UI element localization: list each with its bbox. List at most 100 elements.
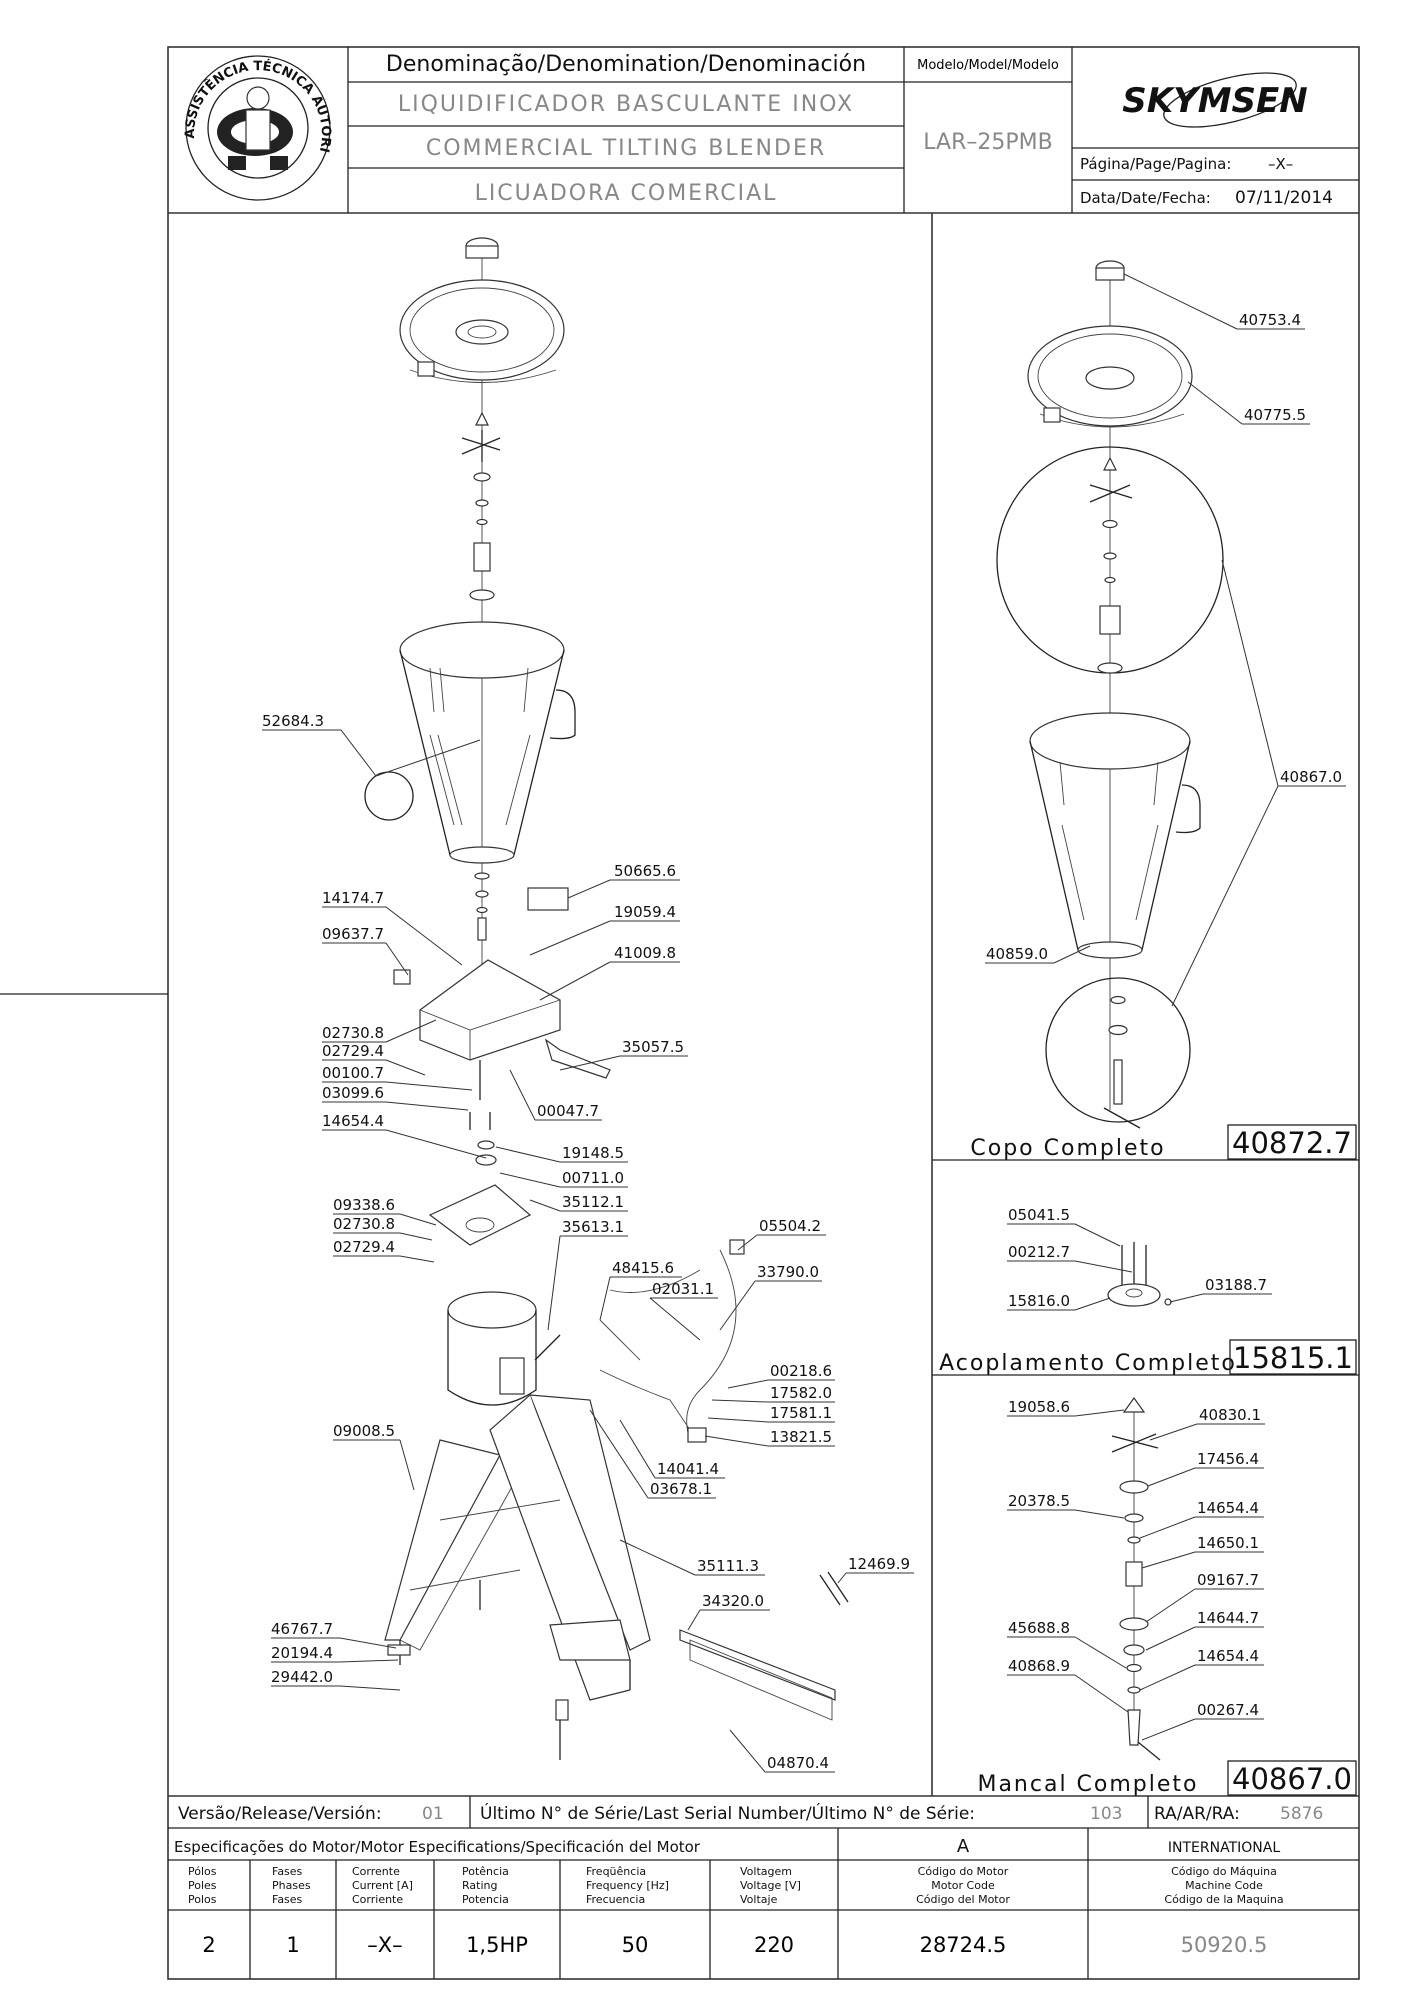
m-40830-1: 40830.1	[1199, 1406, 1261, 1424]
p-09637-7: 09637.7	[322, 925, 384, 943]
p-12469-9: 12469.9	[848, 1555, 910, 1573]
current-h3: Corriente	[352, 1893, 403, 1906]
motor-code-h2: Motor Code	[931, 1879, 995, 1892]
a-00212-7: 00212.7	[1008, 1243, 1070, 1261]
current-value: –X–	[367, 1933, 402, 1957]
m-14644-7: 14644.7	[1197, 1609, 1259, 1627]
authorized-service-seal: ASSISTÊNCIA TÉCNICA AUTORIZADA	[0, 0, 333, 201]
copo-code-box	[1227, 1124, 1357, 1160]
m-20378-5: 20378.5	[1008, 1492, 1070, 1510]
motor-housing	[393, 959, 611, 1079]
p-14174-7: 14174.7	[322, 889, 384, 907]
m-45688-8: 45688.8	[1008, 1619, 1070, 1637]
machine-code-h2: Machine Code	[1185, 1879, 1263, 1892]
coupling-parts	[474, 872, 490, 941]
date-label: Data/Date/Fecha:	[1080, 189, 1211, 207]
sheet-border	[167, 46, 1360, 1980]
ra-label: RA/AR/RA:	[1154, 1804, 1240, 1824]
electric-motor	[447, 1291, 537, 1406]
small-pins	[819, 1571, 849, 1606]
freq-h3: Frecuencia	[586, 1893, 645, 1906]
poles-h1: Pólos	[188, 1865, 217, 1878]
motor-code-h1: Código do Motor	[918, 1865, 1009, 1878]
skymsen-logo: SKYMSEN	[1122, 72, 1308, 128]
current-h2: Current [A]	[352, 1879, 413, 1892]
acoplamento-code-box	[1229, 1339, 1357, 1375]
date-value: 07/11/2014	[1235, 188, 1333, 208]
acoplamento-code: 15815.1	[1233, 1341, 1353, 1375]
label-sticker	[527, 887, 569, 911]
copo-code: 40872.7	[1232, 1126, 1352, 1160]
main-exploded-view	[364, 237, 849, 1760]
p-14654-4a: 14654.4	[322, 1112, 384, 1130]
volt-h1: Voltagem	[740, 1865, 792, 1878]
denomination-label: Denominação/Denomination/Denominación	[386, 52, 866, 77]
power-value: 1,5HP	[466, 1933, 528, 1957]
p-48415-6: 48415.6	[612, 1259, 674, 1277]
mancal-view	[1111, 1396, 1161, 1761]
p-04870-4: 04870.4	[767, 1754, 829, 1772]
mancal-code: 40867.0	[1232, 1762, 1352, 1796]
p-41009-8: 41009.8	[614, 944, 676, 962]
power-h3: Potencia	[462, 1893, 509, 1906]
machine-code-h3: Código de la Maquina	[1164, 1893, 1283, 1906]
p-17581-1: 17581.1	[770, 1404, 832, 1422]
power-h2: Rating	[462, 1879, 497, 1892]
phases-h1: Fases	[272, 1865, 303, 1878]
page-label: Página/Page/Pagina:	[1080, 155, 1231, 173]
power-cables	[599, 1249, 737, 1441]
blender-jar	[399, 621, 576, 864]
variant: A	[957, 1836, 970, 1857]
acoplamento-leader-lines	[1007, 1223, 1272, 1311]
p-19148-5: 19148.5	[562, 1144, 624, 1162]
phases-h3: Fases	[272, 1893, 303, 1906]
acoplamento-view	[1107, 1242, 1172, 1307]
serial-value: 103	[1090, 1804, 1122, 1824]
a-15816-0: 15816.0	[1008, 1292, 1070, 1310]
volt-value: 220	[754, 1933, 794, 1957]
page-value: –X–	[1268, 155, 1293, 173]
blade-assembly	[461, 411, 501, 601]
p-19059-4: 19059.4	[614, 903, 676, 921]
machine-code-h1: Código do Máquina	[1171, 1865, 1277, 1878]
version-label: Versão/Release/Versión:	[178, 1804, 382, 1824]
blender-lid	[399, 279, 565, 383]
p-52684-3: 52684.3	[262, 712, 324, 730]
tilting-stand	[384, 1394, 651, 1760]
freq-h2: Frequency [Hz]	[586, 1879, 669, 1892]
tilt-rail	[679, 1629, 836, 1701]
c-40867-0: 40867.0	[1280, 768, 1342, 786]
p-02729-4a: 02729.4	[322, 1042, 384, 1060]
spring	[534, 1334, 561, 1361]
p-34320-0: 34320.0	[702, 1592, 764, 1610]
m-19058-6: 19058.6	[1008, 1398, 1070, 1416]
copo-title: Copo Completo	[970, 1136, 1165, 1161]
copo-completo-view	[996, 260, 1224, 1129]
p-05504-2: 05504.2	[759, 1217, 821, 1235]
p-02031-1: 02031.1	[652, 1280, 714, 1298]
p-35112-1: 35112.1	[562, 1193, 624, 1211]
mancal-code-box	[1227, 1760, 1357, 1796]
m-40868-9: 40868.9	[1008, 1657, 1070, 1675]
title-block: ASSISTÊNCIA TÉCNICA AUTORIZADA Denominaç…	[0, 0, 1359, 214]
current-h1: Corrente	[352, 1865, 400, 1878]
m-14650-1: 14650.1	[1197, 1534, 1259, 1552]
p-02730-8a: 02730.8	[322, 1024, 384, 1042]
p-35057-5: 35057.5	[622, 1038, 684, 1056]
p-03099-6: 03099.6	[322, 1084, 384, 1102]
m-14654-4b: 14654.4	[1197, 1647, 1259, 1665]
model-value: LAR–25PMB	[923, 130, 1052, 155]
p-00711-0: 00711.0	[562, 1169, 624, 1187]
p-03678-1: 03678.1	[650, 1480, 712, 1498]
poles-value: 2	[202, 1933, 215, 1957]
a-05041-5: 05041.5	[1008, 1206, 1070, 1224]
model-label: Modelo/Model/Modelo	[917, 58, 1059, 73]
p-02729-4b: 02729.4	[333, 1238, 395, 1256]
phases-h2: Phases	[272, 1879, 311, 1892]
ra-value: 5876	[1280, 1804, 1323, 1824]
motor-code-value: 28724.5	[920, 1933, 1007, 1957]
p-00100-7: 00100.7	[322, 1064, 384, 1082]
poles-h2: Poles	[188, 1879, 217, 1892]
spec-footer: Versão/Release/Versión: 01 Último N° de …	[168, 1796, 1359, 1979]
